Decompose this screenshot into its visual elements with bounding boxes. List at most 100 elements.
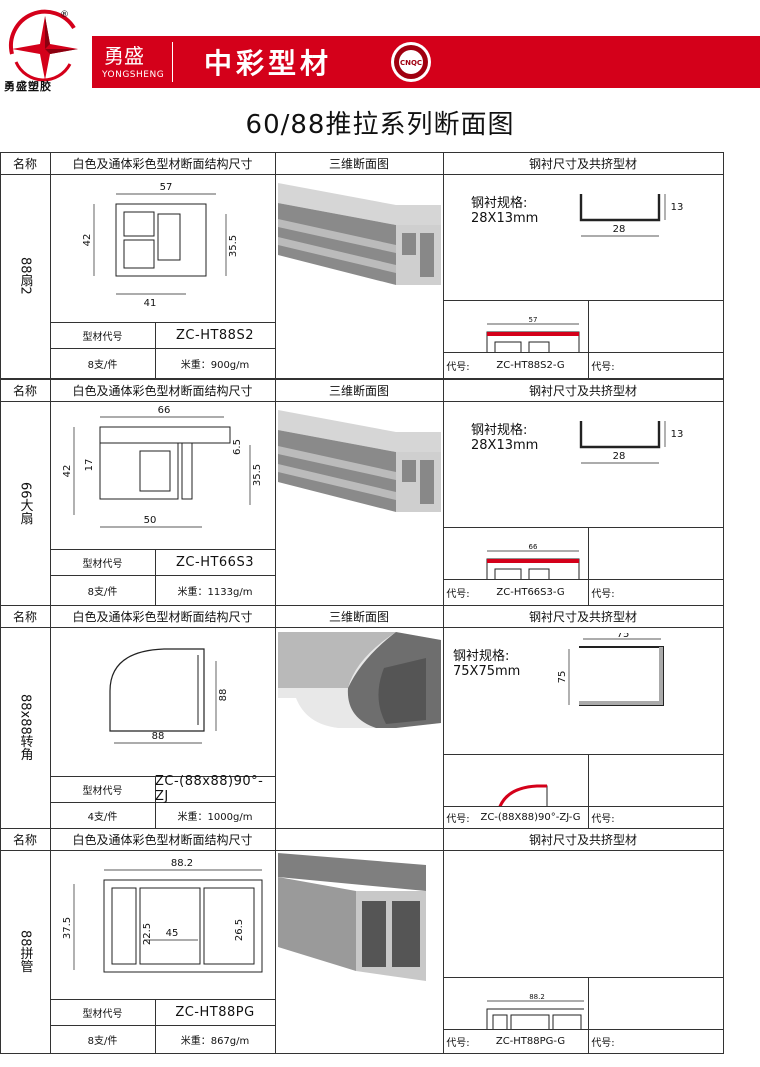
coex-code-label-text: 代号: <box>446 814 470 825</box>
model-code-value: ZC-HT88S2 <box>155 322 275 348</box>
row-rule <box>50 348 275 349</box>
band-cn-name: 勇盛 <box>104 44 144 68</box>
dimension-label: 13 <box>671 202 684 213</box>
pack-quantity: 8支/件 <box>50 348 155 378</box>
pack-quantity: 8支/件 <box>50 1025 155 1053</box>
col-header-3d: 三维断面图 <box>275 605 443 627</box>
pack-quantity-text: 4支/件 <box>87 811 118 823</box>
weight-per-meter: 米重：867g/m <box>155 1025 275 1053</box>
column-rule <box>723 152 724 379</box>
column-rule <box>588 977 589 1053</box>
dimension-label: 88 <box>152 731 165 742</box>
coex-code-label: 代号: <box>443 580 473 605</box>
dimension-label: 41 <box>144 298 157 309</box>
model-code-label-text: 型材代号 <box>82 331 123 343</box>
coex-profile-drawing: 88.245 <box>486 993 584 1029</box>
row-rule <box>50 802 275 803</box>
coex-code-value-text: ZC-HT88S2-G <box>496 360 565 371</box>
col-header-steel-text: 钢衬尺寸及共挤型材 <box>528 609 637 624</box>
coex-code-label-2-text: 代号: <box>591 814 615 825</box>
col-header-3d <box>275 828 443 850</box>
pack-quantity-text: 8支/件 <box>87 359 118 371</box>
dimension-label: 42 <box>82 234 93 247</box>
dimension-label: 35.5 <box>252 464 263 486</box>
coex-code-value: ZC-HT88PG-G <box>473 1030 588 1053</box>
dimension-label: 28 <box>613 451 626 462</box>
steel-liner-drawing: 13 28 <box>579 421 684 464</box>
section-drawing: 88 88 <box>109 648 229 744</box>
row-rule <box>50 549 275 550</box>
coex-code-value-text: ZC-HT66S3-G <box>496 587 565 598</box>
row-rule <box>443 754 723 755</box>
col-header-name-text: 名称 <box>12 609 37 624</box>
header-bottom-rule <box>0 401 723 402</box>
header-bottom-rule <box>0 174 723 175</box>
col-header-section-text: 白色及通体彩色型材断面结构尺寸 <box>72 832 253 847</box>
row-rule <box>50 1025 275 1026</box>
section-name-text: 88x88转角 <box>17 694 33 761</box>
coex-code-label-2-text: 代号: <box>591 362 615 373</box>
col-header-section: 白色及通体彩色型材断面结构尺寸 <box>50 605 275 627</box>
col-header-section-text: 白色及通体彩色型材断面结构尺寸 <box>72 609 253 624</box>
column-rule <box>443 828 444 1054</box>
steel-spec-size: 75X75mm <box>453 664 521 679</box>
column-rule <box>443 152 444 379</box>
block-bottom-rule <box>0 1053 723 1054</box>
header-top-rule <box>0 152 723 153</box>
profile-3d-render <box>278 632 441 728</box>
row-rule <box>443 806 723 807</box>
column-rule <box>155 322 156 378</box>
weight-per-meter: 米重：1000g/m <box>155 802 275 828</box>
quality-seal-icon: CNQC <box>391 42 431 82</box>
section-name: 66大扇 <box>0 401 50 605</box>
model-code-label: 型材代号 <box>50 776 155 802</box>
column-rule <box>155 549 156 605</box>
coex-code-value-text: ZC-HT88PG-G <box>495 1036 566 1047</box>
col-header-3d: 三维断面图 <box>275 379 443 401</box>
model-code-value-text: ZC-HT66S3 <box>176 554 254 570</box>
column-rule <box>50 152 51 379</box>
coex-profile-drawing: 5741 <box>486 316 580 352</box>
row-rule <box>443 300 723 301</box>
column-rule <box>443 605 444 829</box>
dimension-label: 88 <box>218 689 229 702</box>
dimension-label: 50 <box>144 515 157 526</box>
header-bottom-rule <box>0 850 723 851</box>
coex-code-value: ZC-(88X88)90°-ZJ-G <box>473 807 588 828</box>
block-bottom-rule <box>0 378 723 379</box>
col-header-section: 白色及通体彩色型材断面结构尺寸 <box>50 828 275 850</box>
coex-code-label-2: 代号: <box>588 1030 618 1053</box>
column-rule <box>588 300 589 378</box>
column-rule <box>588 754 589 828</box>
coex-profile-drawing <box>498 784 548 806</box>
dimension-label: 35.5 <box>228 235 239 257</box>
column-rule <box>0 379 1 606</box>
coex-code-label-text: 代号: <box>446 1038 470 1049</box>
dimension-label: 22.5 <box>142 923 153 945</box>
coex-code-label-2-text: 代号: <box>591 1038 615 1049</box>
brand-name: 中彩型材 <box>204 47 333 80</box>
dimension-label: 88.2 <box>529 993 545 1001</box>
steel-spec: 钢衬规格:28X13mm <box>471 196 538 226</box>
dimension-label: 13 <box>671 429 684 440</box>
column-rule <box>50 828 51 1054</box>
col-header-3d-text: 三维断面图 <box>328 156 389 171</box>
col-header-steel: 钢衬尺寸及共挤型材 <box>443 152 723 174</box>
steel-spec: 钢衬规格:28X13mm <box>471 423 538 453</box>
coex-code-label-text: 代号: <box>446 362 470 373</box>
section-name-text: 66大扇 <box>17 481 33 525</box>
col-header-section: 白色及通体彩色型材断面结构尺寸 <box>50 152 275 174</box>
col-header-steel: 钢衬尺寸及共挤型材 <box>443 379 723 401</box>
row-rule <box>443 1029 723 1030</box>
col-header-3d: 三维断面图 <box>275 152 443 174</box>
coex-code-value: ZC-HT88S2-G <box>473 353 588 378</box>
dimension-label: 75 <box>557 671 568 684</box>
column-rule <box>723 828 724 1054</box>
column-rule <box>50 379 51 606</box>
column-rule <box>155 776 156 828</box>
dimension-label: 66 <box>529 543 538 551</box>
weight-per-meter-text: 米重：1133g/m <box>177 586 253 598</box>
pack-quantity: 4支/件 <box>50 802 155 828</box>
section-name: 88x88转角 <box>0 627 50 828</box>
